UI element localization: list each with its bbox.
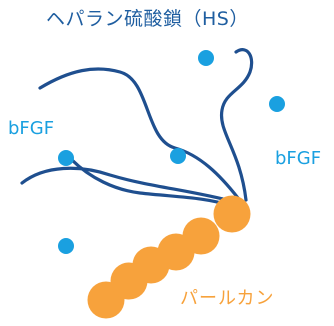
bfgf-dot [170,148,186,164]
perlecan-core-protein [87,195,251,319]
perlecan-label: パールカン [180,288,275,309]
bfgf-dot [198,50,214,66]
heparan-sulfate-chains [20,48,254,208]
bfgf-molecules [58,50,285,254]
bfgf-dot [58,150,74,166]
bfgf-dot [269,96,285,112]
perlecan-bead [182,217,220,255]
hs-chain-3 [70,158,234,208]
hs-chain-1 [38,67,240,200]
heparan-sulfate-label: ヘパラン硫酸鎖（HS） [46,8,249,30]
bfgf-label-right: bFGF [275,148,322,169]
bfgf-label-left: bFGF [8,118,55,139]
perlecan-bead [213,195,251,233]
bfgf-dot [58,238,74,254]
hs-chain-2 [20,166,237,204]
hs-chain-4 [219,48,254,202]
